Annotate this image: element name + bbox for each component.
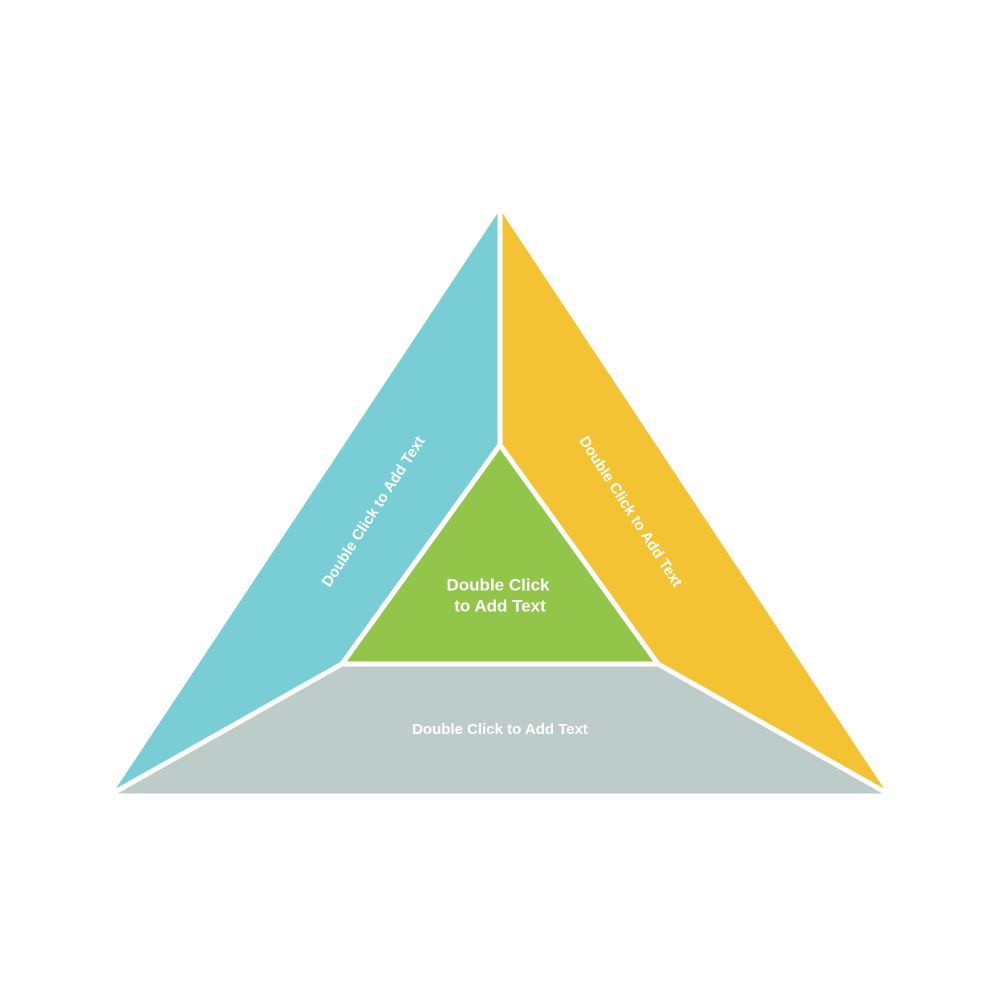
- center-segment-shape[interactable]: [337, 440, 663, 667]
- center-segment-label-line2[interactable]: to Add Text: [454, 596, 546, 615]
- bottom-segment[interactable]: Double Click to Add Text: [98, 661, 902, 799]
- bottom-segment-label[interactable]: Double Click to Add Text: [412, 721, 588, 738]
- center-segment[interactable]: Double Click to Add Text: [337, 440, 663, 667]
- center-segment-label-line1[interactable]: Double Click: [447, 575, 551, 594]
